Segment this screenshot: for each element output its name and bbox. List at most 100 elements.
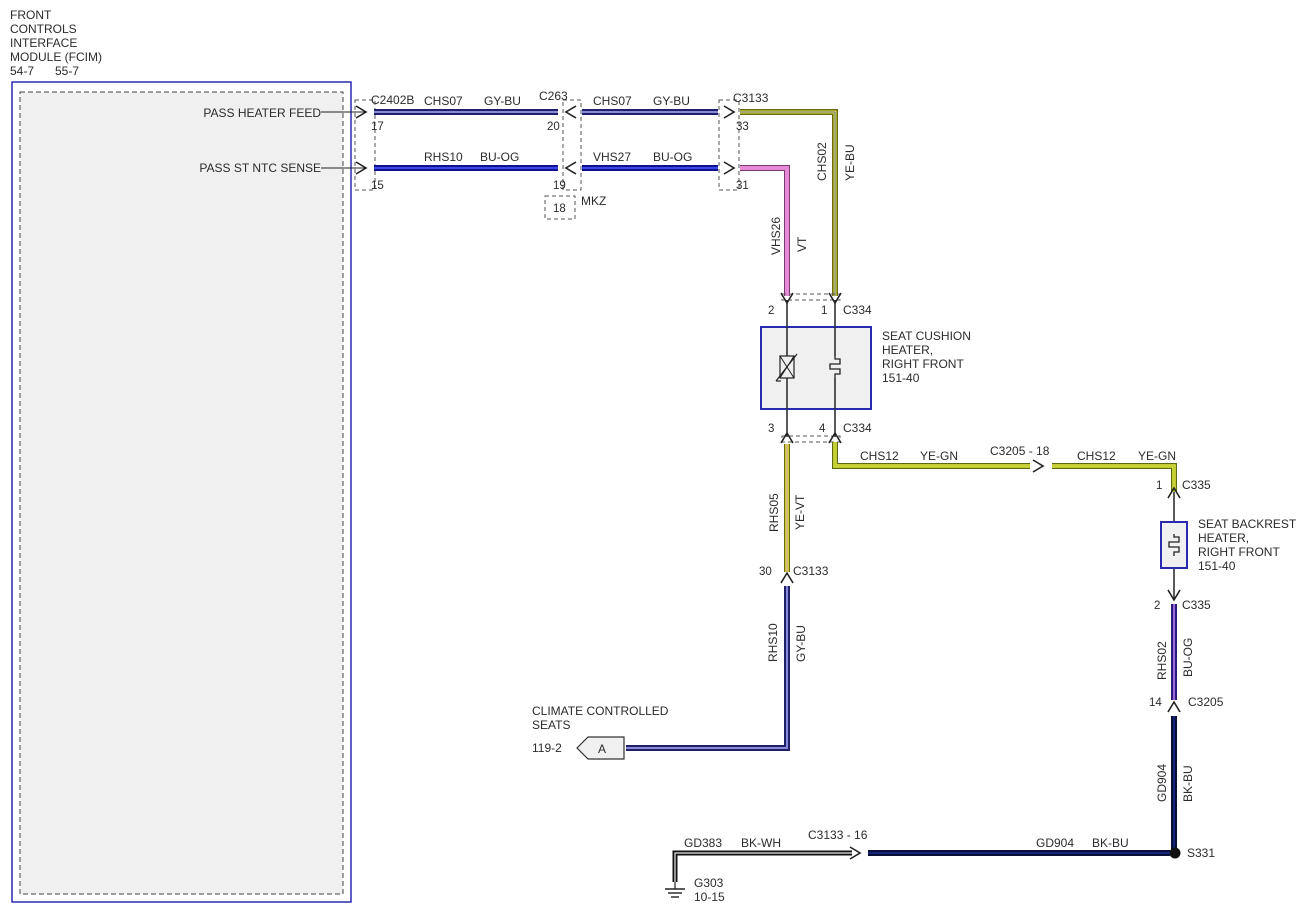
connector-c334-top-outline <box>781 293 841 301</box>
wire-vhs27-color: BU-OG <box>653 150 692 164</box>
wire-chs12b-color: YE-GN <box>1138 449 1176 463</box>
wire-gd904-vertical[interactable]: GD904 BK-BU <box>1155 716 1195 853</box>
connector-c263-outline <box>562 99 582 191</box>
heater-element-icon <box>829 356 841 378</box>
wire-vhs26-circuit: VHS26 <box>769 217 783 255</box>
c3205-arrow-icon <box>1032 459 1045 473</box>
splice-s331-label: S331 <box>1187 846 1215 860</box>
pin-17: 17 <box>371 121 384 133</box>
wire-chs12-segment-2[interactable]: CHS12 YE-GN <box>1052 449 1177 492</box>
wire-vhs26-color: VT <box>795 236 809 252</box>
c335-top-arrow-icon <box>1167 486 1181 499</box>
connector-c3205-lower-label: C3205 <box>1188 695 1224 709</box>
climate-line-2: SEATS <box>532 718 570 732</box>
wire-vhs27[interactable]: VHS27 BU-OG <box>582 150 718 171</box>
seat-backrest-heater[interactable]: SEAT BACKREST HEATER, RIGHT FRONT 151-40 <box>1160 492 1297 600</box>
splice-s331-dot[interactable] <box>1169 847 1181 859</box>
wire-chs07-segment-2[interactable]: CHS07 GY-BU <box>582 94 718 115</box>
connector-c3133-gnd-label: C3133 - 16 <box>808 828 868 842</box>
pin-15: 15 <box>371 180 384 192</box>
wire-rhs02[interactable]: RHS02 BU-OG <box>1155 604 1195 700</box>
wire-gd383-color: BK-WH <box>741 836 781 850</box>
seat-cushion-line-1: SEAT CUSHION <box>882 329 971 343</box>
pin-1-c335: 1 <box>1156 480 1162 492</box>
c3205-lower-arrow-icon <box>1167 700 1181 713</box>
wire-chs02-color: YE-BU <box>843 144 857 181</box>
connector-c2402b-label: C2402B <box>371 93 414 107</box>
wire-chs12-circuit: CHS12 <box>860 449 899 463</box>
thermistor-icon <box>775 353 798 382</box>
mkz-pin-number: 18 <box>553 203 566 215</box>
wire-gd383-circuit: GD383 <box>684 836 722 850</box>
pin-3: 3 <box>768 423 774 435</box>
wire-gd904h-color: BK-BU <box>1092 836 1129 850</box>
wire-rhs02-color: BU-OG <box>1181 638 1195 677</box>
wire-chs07-circuit: CHS07 <box>424 94 463 108</box>
wire-rhs05[interactable]: RHS05 YE-VT <box>767 444 807 572</box>
connector-c3133-mid-label: C3133 <box>793 564 829 578</box>
mkz-pin-box <box>544 195 576 220</box>
seat-cushion-line-2: HEATER, <box>882 343 933 357</box>
wire-rhs05-color: YE-VT <box>793 494 807 530</box>
module-ref-1: 54-7 <box>10 64 34 78</box>
c334-pin3-arrow-icon <box>780 431 794 444</box>
wire-gd904v-color: BK-BU <box>1181 765 1195 802</box>
pin-2: 2 <box>768 305 774 317</box>
connector-c3205-mid-label: C3205 - 18 <box>990 444 1050 458</box>
wire-gd904v-circuit: GD904 <box>1155 764 1169 802</box>
pin-33: 33 <box>736 121 749 133</box>
ground-g303[interactable]: G303 10-15 <box>665 876 725 904</box>
wire-rhs10-color: BU-OG <box>480 150 519 164</box>
pin-arrow-icon <box>355 105 368 119</box>
c263-upper-arrow-icon <box>564 105 577 119</box>
connector-c3133-top-outline <box>718 99 740 191</box>
wire-rhs10-segment-2[interactable]: RHS10 GY-BU <box>626 586 808 751</box>
wire-rhs10b-circuit: RHS10 <box>766 623 780 662</box>
c263-lower-arrow-icon <box>564 161 577 175</box>
connector-c334-top-label: C334 <box>843 303 872 317</box>
seat-cushion-ref: 151-40 <box>882 371 920 385</box>
wire-rhs10-circuit: RHS10 <box>424 150 463 164</box>
wire-rhs02-circuit: RHS02 <box>1155 641 1169 680</box>
pass-heater-feed-label: PASS HEATER FEED <box>203 106 321 120</box>
backrest-heater-element-icon <box>1168 534 1180 556</box>
connector-c3133-top-label: C3133 <box>733 91 769 105</box>
c3133-upper-arrow-icon <box>723 105 736 119</box>
wire-gd904h-circuit: GD904 <box>1036 836 1074 850</box>
pin-19: 19 <box>553 180 566 192</box>
wire-vhs26[interactable]: VHS26 VT <box>740 165 809 296</box>
climate-ref: 119-2 <box>532 741 562 755</box>
wire-rhs10-segment-1[interactable]: RHS10 BU-OG <box>374 150 558 171</box>
climate-tag: A <box>598 742 606 756</box>
pin-14: 14 <box>1149 697 1162 709</box>
wire-gd383[interactable]: GD383 BK-WH <box>672 836 852 882</box>
wire-chs07-color: GY-BU <box>484 94 521 108</box>
wire-chs12-segment-1[interactable]: CHS12 YE-GN <box>832 442 1030 469</box>
wire-gd904-horizontal[interactable]: GD904 BK-BU <box>868 836 1170 856</box>
ground-icon <box>665 888 685 898</box>
connector-c335-top-label: C335 <box>1182 478 1211 492</box>
fcim-module[interactable]: PASS HEATER FEED PASS ST NTC SENSE <box>11 81 368 903</box>
seat-cushion-heater[interactable]: SEAT CUSHION HEATER, RIGHT FRONT 151-40 <box>760 300 971 437</box>
pin-20: 20 <box>547 121 560 133</box>
c3133-mid-arrow-icon <box>780 571 794 584</box>
pin-arrow-icon <box>355 161 368 175</box>
wire-chs02[interactable]: CHS02 YE-BU <box>740 109 857 296</box>
connector-c263-label: C263 <box>539 89 568 103</box>
pin-2-c335: 2 <box>1154 600 1160 612</box>
c335-bottom-arrow-icon <box>1167 589 1181 602</box>
module-header: FRONT CONTROLS INTERFACE MODULE (FCIM) 5… <box>10 8 102 78</box>
module-title-line-2: CONTROLS <box>10 22 77 36</box>
mkz-label: MKZ <box>581 194 606 208</box>
seat-backrest-line-2: HEATER, <box>1198 531 1249 545</box>
c3133-lower-arrow-icon <box>723 161 736 175</box>
wire-chs12b-circuit: CHS12 <box>1077 449 1116 463</box>
wire-chs07b-color: GY-BU <box>653 94 690 108</box>
c334-pin4-arrow-icon <box>828 431 842 444</box>
wire-chs07-segment-1[interactable]: CHS07 GY-BU <box>374 94 558 115</box>
wire-chs12-color: YE-GN <box>920 449 958 463</box>
climate-controlled-seats-ref[interactable]: CLIMATE CONTROLLED SEATS 119-2 A <box>532 704 669 760</box>
seat-cushion-line-3: RIGHT FRONT <box>882 357 964 371</box>
pin-30: 30 <box>759 566 772 578</box>
